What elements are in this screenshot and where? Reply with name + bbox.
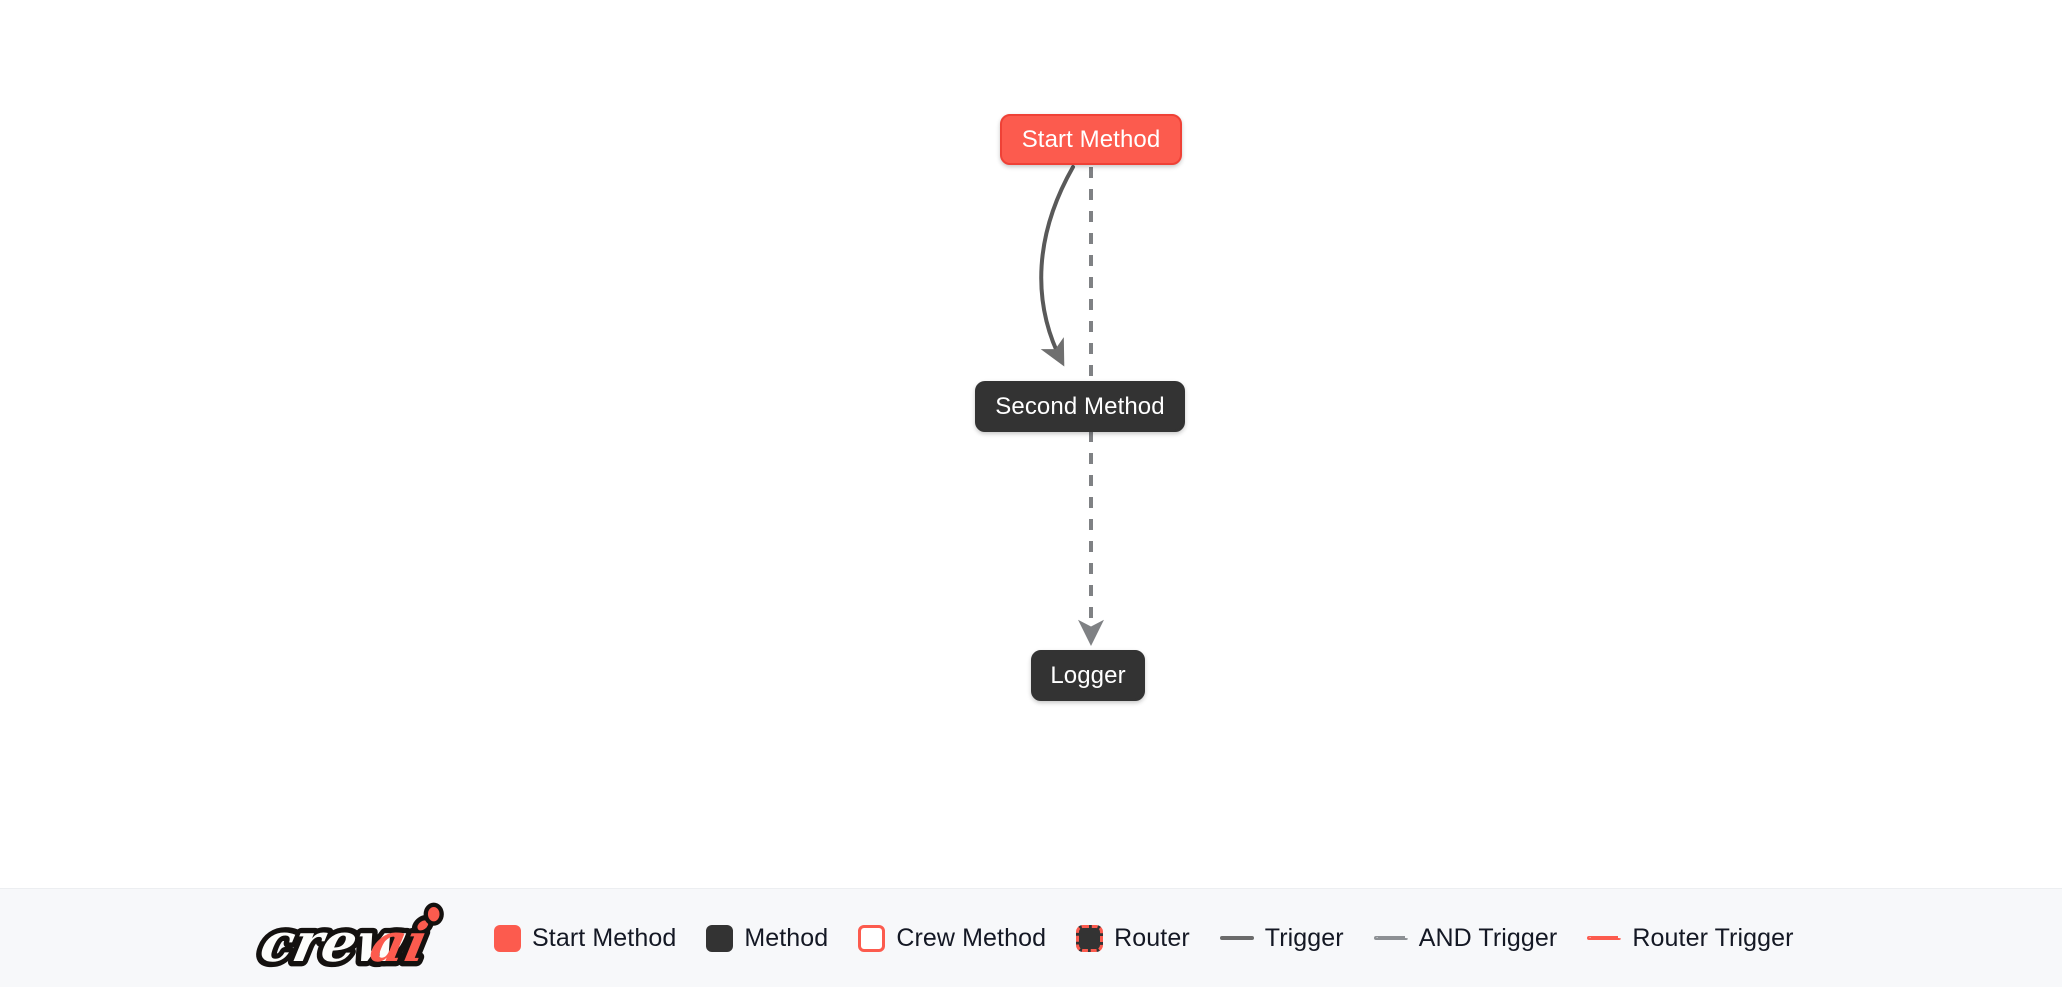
legend-item-router: Router bbox=[1076, 924, 1190, 953]
legend-item-crew-method: Crew Method bbox=[858, 924, 1046, 953]
node-second-method[interactable]: Second Method bbox=[975, 381, 1185, 432]
legend-item-and-trigger: AND Trigger bbox=[1373, 923, 1558, 953]
legend-bar: crew ai crew ai Start Method Method bbox=[0, 888, 2062, 987]
legend-label: AND Trigger bbox=[1418, 923, 1558, 952]
legend-item-start-method: Start Method bbox=[494, 924, 676, 953]
router-trigger-line-icon bbox=[1587, 936, 1622, 940]
legend-item-method: Method bbox=[706, 924, 828, 953]
crewai-logo-icon: crew ai crew ai bbox=[250, 902, 444, 977]
router-swatch-icon bbox=[1076, 924, 1104, 952]
trigger-line-icon bbox=[1219, 936, 1254, 940]
flow-canvas[interactable]: Start Method Second Method Logger bbox=[0, 0, 2062, 888]
start-method-swatch-icon bbox=[494, 924, 521, 952]
legend-label: Crew Method bbox=[896, 923, 1047, 952]
node-start-method[interactable]: Start Method bbox=[1000, 114, 1182, 165]
legend-item-list: crew ai crew ai Start Method Method bbox=[246, 899, 1794, 977]
node-label: Logger bbox=[1050, 661, 1126, 689]
legend-item-trigger: Trigger bbox=[1219, 923, 1344, 953]
legend-label: Router bbox=[1114, 923, 1190, 952]
svg-text:ai: ai bbox=[365, 911, 433, 974]
node-logger[interactable]: Logger bbox=[1031, 650, 1145, 701]
node-label: Start Method bbox=[1021, 125, 1161, 153]
legend-label: Start Method bbox=[532, 923, 677, 952]
svg-text:crew: crew bbox=[255, 911, 412, 974]
legend-label: Method bbox=[744, 923, 829, 952]
crew-method-swatch-icon bbox=[858, 924, 886, 952]
legend-label: Trigger bbox=[1264, 923, 1344, 952]
node-label: Second Method bbox=[995, 392, 1165, 420]
method-swatch-icon bbox=[706, 924, 734, 952]
legend-item-router-trigger: Router Trigger bbox=[1587, 924, 1793, 953]
and-trigger-line-icon bbox=[1373, 936, 1408, 940]
svg-text:crew: crew bbox=[255, 911, 412, 974]
legend-label: Router Trigger bbox=[1632, 923, 1794, 952]
edge-trigger-start-to-second bbox=[1039, 165, 1075, 367]
